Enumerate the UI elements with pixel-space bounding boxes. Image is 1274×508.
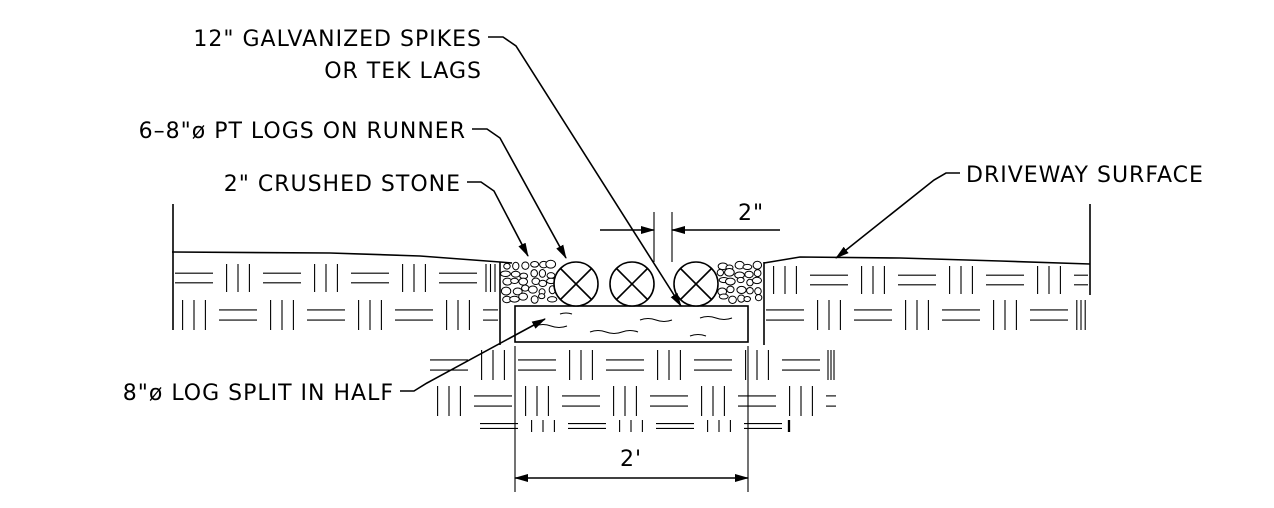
crushed-stone-fill (500, 259, 763, 304)
stone-pebble (751, 276, 763, 285)
stone-pebble (527, 285, 538, 294)
gap-dimension (600, 212, 780, 262)
stone-pebble (521, 261, 530, 270)
stone-pebble (728, 295, 737, 304)
stone-pebble (754, 287, 762, 296)
stone-pebble (510, 270, 521, 278)
stone-pebble (742, 263, 753, 271)
stone-pebble (726, 285, 735, 294)
stone-pebble (754, 294, 763, 302)
stone-pebble (512, 261, 520, 271)
stone-pebble (509, 295, 520, 303)
stone-pebble (510, 277, 519, 285)
label-split-log: 8"ø LOG SPLIT IN HALF (123, 381, 394, 406)
stone-pebble (500, 270, 511, 278)
stone-pebble (530, 295, 539, 304)
stone-pebble (521, 284, 530, 292)
label-crushed-stone: 2" CRUSHED STONE (224, 172, 461, 197)
stone-pebble (538, 279, 548, 288)
label-driveway-surface: DRIVEWAY SURFACE (966, 163, 1204, 188)
pt-log-1 (553, 261, 599, 307)
leader-logs (472, 128, 567, 259)
stone-pebble (746, 286, 754, 295)
label-width-dimension: 2' (620, 447, 642, 472)
label-spikes-line2: OR TEK LAGS (324, 59, 482, 84)
stone-pebble (546, 296, 558, 303)
earth-hatch-left (175, 264, 498, 330)
driveway-surface-profile (171, 204, 1091, 330)
stone-pebble (530, 269, 538, 278)
split-log-runner (514, 305, 749, 343)
label-spikes-line1: 12" GALVANIZED SPIKES (193, 27, 482, 52)
stone-pebble (503, 262, 511, 270)
stone-pebble (545, 259, 557, 269)
leader-spikes (488, 36, 682, 307)
stone-pebble (716, 268, 725, 277)
pt-log-2 (609, 261, 655, 307)
label-pt-logs: 6–8"ø PT LOGS ON RUNNER (139, 119, 466, 144)
stone-pebble (512, 287, 523, 296)
stone-pebble (518, 292, 529, 301)
stone-pebble (736, 276, 745, 284)
stone-pebble (538, 293, 546, 300)
stone-pebble (718, 293, 729, 300)
leader-surface (835, 172, 960, 259)
width-dimension (514, 346, 749, 492)
stone-pebble (743, 295, 751, 303)
label-gap-dimension: 2" (738, 201, 764, 226)
stone-pebble (546, 272, 556, 279)
stone-pebble (753, 269, 762, 278)
stone-pebble (744, 270, 754, 279)
stone-pebble (725, 277, 736, 286)
stone-pebble (752, 260, 763, 270)
pt-log-3 (673, 261, 719, 307)
earth-hatch-below-runner (430, 350, 836, 432)
stone-pebble (500, 286, 512, 296)
trench-outline (499, 262, 765, 345)
stone-pebble (736, 285, 747, 294)
leader-split-log (400, 318, 546, 392)
stone-pebble (724, 268, 735, 277)
stone-pebble (538, 269, 547, 278)
leader-stone (467, 181, 529, 257)
stone-pebble (530, 260, 540, 268)
earth-hatch-right (766, 266, 1088, 330)
stone-pebble (518, 277, 529, 286)
